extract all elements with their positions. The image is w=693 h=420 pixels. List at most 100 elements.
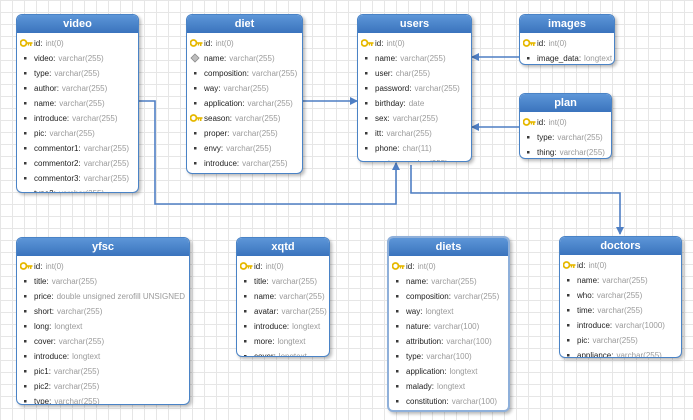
field-row[interactable]: naturevarchar(100) bbox=[389, 319, 508, 334]
field-row[interactable]: envyvarchar(255) bbox=[187, 141, 302, 156]
field-row[interactable]: applicationlongtext bbox=[389, 364, 508, 379]
field-row[interactable]: avatarvarchar(255) bbox=[237, 304, 329, 319]
field-row[interactable]: introducelongtext bbox=[237, 319, 329, 334]
field-row[interactable]: typevarchar(255) bbox=[17, 66, 138, 81]
field-list: idint(0)namevarchar(255)compositionvarch… bbox=[187, 33, 302, 173]
field-name: phone bbox=[375, 144, 399, 153]
field-row[interactable]: videovarchar(255) bbox=[17, 51, 138, 66]
column-bullet-icon bbox=[20, 336, 34, 346]
field-row[interactable]: ittvarchar(255) bbox=[358, 126, 471, 141]
field-row[interactable]: image_datalongtext bbox=[520, 51, 614, 64]
field-row[interactable]: compositionvarchar(255) bbox=[187, 66, 302, 81]
field-row[interactable]: idint(0) bbox=[520, 115, 611, 130]
field-row[interactable]: idint(0) bbox=[560, 258, 681, 273]
field-row[interactable]: applicationvarchar(255) bbox=[187, 96, 302, 111]
field-row[interactable]: whovarchar(255) bbox=[560, 288, 681, 303]
field-name: video bbox=[34, 54, 55, 63]
field-row[interactable]: typevarchar(100) bbox=[389, 349, 508, 364]
field-row[interactable]: passwordvarchar(255) bbox=[358, 81, 471, 96]
column-bullet-icon bbox=[20, 381, 34, 391]
field-row[interactable]: picvarchar(255) bbox=[560, 333, 681, 348]
field-row[interactable]: commentor1varchar(255) bbox=[17, 141, 138, 156]
field-row[interactable]: timevarchar(255) bbox=[560, 303, 681, 318]
field-row[interactable]: picvarchar(255) bbox=[17, 126, 138, 141]
field-row[interactable]: idint(0) bbox=[17, 36, 138, 51]
field-row[interactable]: wayvarchar(255) bbox=[187, 81, 302, 96]
field-row[interactable]: introducevarchar(1000) bbox=[560, 318, 681, 333]
column-bullet-icon bbox=[20, 321, 34, 331]
field-name: id bbox=[375, 39, 383, 48]
field-row[interactable]: titlevarchar(255) bbox=[17, 274, 189, 289]
field-row[interactable]: commentor3varchar(255) bbox=[17, 171, 138, 186]
field-row[interactable]: idint(0) bbox=[389, 259, 508, 274]
field-row[interactable]: attributionvarchar(100) bbox=[389, 334, 508, 349]
field-row[interactable]: seasonvarchar(255) bbox=[187, 111, 302, 126]
column-bullet-icon bbox=[361, 158, 375, 161]
field-type: int(0) bbox=[548, 39, 567, 48]
field-row[interactable]: authorvarchar(255) bbox=[17, 81, 138, 96]
field-row[interactable]: titlevarchar(255) bbox=[237, 274, 329, 289]
field-type: int(0) bbox=[265, 262, 284, 271]
field-row[interactable]: idint(0) bbox=[17, 259, 189, 274]
field-row[interactable]: namevarchar(255) bbox=[237, 289, 329, 304]
field-row[interactable]: namevarchar(255) bbox=[560, 273, 681, 288]
field-row[interactable]: introducelongtext bbox=[17, 349, 189, 364]
table-plan[interactable]: plan idint(0)typevarchar(255)thingvarcha… bbox=[519, 93, 612, 159]
field-row[interactable]: namevarchar(255) bbox=[17, 96, 138, 111]
field-row[interactable]: introducevarchar(255) bbox=[187, 156, 302, 171]
field-row[interactable]: morelongtext bbox=[237, 334, 329, 349]
table-images[interactable]: images idint(0)image_datalongtext bbox=[519, 14, 615, 65]
field-row[interactable]: shortvarchar(255) bbox=[17, 304, 189, 319]
table-header: doctors bbox=[560, 237, 681, 255]
field-row[interactable]: covervarchar(255) bbox=[17, 334, 189, 349]
field-row[interactable]: sexvarchar(255) bbox=[358, 111, 471, 126]
field-row[interactable]: appliancevarchar(255) bbox=[560, 348, 681, 357]
field-row[interactable]: picvarchar(255) bbox=[187, 171, 302, 173]
field-row[interactable]: type2varchar(255) bbox=[17, 186, 138, 192]
field-row[interactable]: coverlongtext bbox=[237, 349, 329, 356]
table-diet[interactable]: diet idint(0)namevarchar(255)composition… bbox=[186, 14, 303, 174]
table-doctors[interactable]: doctors idint(0)namevarchar(255)whovarch… bbox=[559, 236, 682, 358]
field-row[interactable]: compositionvarchar(255) bbox=[389, 289, 508, 304]
field-name: appliance bbox=[577, 351, 613, 357]
table-diets[interactable]: diets idint(0)namevarchar(255)compositio… bbox=[387, 236, 510, 412]
field-row[interactable]: constitutionvarchar(100) bbox=[389, 394, 508, 409]
field-row[interactable]: pic2varchar(255) bbox=[17, 379, 189, 394]
field-row[interactable]: idint(0) bbox=[520, 36, 614, 51]
field-row[interactable]: propervarchar(255) bbox=[187, 126, 302, 141]
field-row[interactable]: commentor2varchar(255) bbox=[17, 156, 138, 171]
field-row[interactable]: birthdaydate bbox=[358, 96, 471, 111]
field-row[interactable]: avatarvarchar(255) bbox=[358, 156, 471, 161]
field-row[interactable]: typevarchar(255) bbox=[520, 130, 611, 145]
column-bullet-icon bbox=[563, 290, 577, 300]
field-row[interactable]: namevarchar(255) bbox=[389, 274, 508, 289]
column-bullet-icon bbox=[240, 306, 254, 316]
field-row[interactable]: longlongtext bbox=[17, 319, 189, 334]
field-row[interactable]: thingvarchar(255) bbox=[520, 145, 611, 158]
field-type: varchar(255) bbox=[223, 84, 269, 93]
field-type: varchar(255) bbox=[251, 69, 298, 78]
field-row[interactable]: nowithlongtext bbox=[389, 409, 508, 410]
field-name: id bbox=[537, 39, 545, 48]
table-xqtd[interactable]: xqtd idint(0)titlevarchar(255)namevarcha… bbox=[236, 237, 330, 357]
field-type: varchar(1000) bbox=[615, 321, 665, 330]
table-yfsc[interactable]: yfsc idint(0)titlevarchar(255)pricedoubl… bbox=[16, 237, 190, 405]
table-video[interactable]: video idint(0)videovarchar(255)typevarch… bbox=[16, 14, 139, 193]
field-row[interactable]: idint(0) bbox=[187, 36, 302, 51]
field-row[interactable]: userchar(255) bbox=[358, 66, 471, 81]
field-row[interactable]: typevarchar(255) bbox=[17, 394, 189, 404]
field-row[interactable]: phonechar(11) bbox=[358, 141, 471, 156]
field-row[interactable]: pricedouble unsigned zerofill UNSIGNED bbox=[17, 289, 189, 304]
field-row[interactable]: waylongtext bbox=[389, 304, 508, 319]
field-list: idint(0)namevarchar(255)compositionvarch… bbox=[389, 256, 508, 410]
field-row[interactable]: maladylongtext bbox=[389, 379, 508, 394]
field-row[interactable]: pic1varchar(255) bbox=[17, 364, 189, 379]
column-bullet-icon bbox=[392, 321, 406, 331]
field-row[interactable]: introducevarchar(255) bbox=[17, 111, 138, 126]
field-name: introduce bbox=[204, 159, 239, 168]
field-row[interactable]: idint(0) bbox=[358, 36, 471, 51]
field-row[interactable]: idint(0) bbox=[237, 259, 329, 274]
table-users[interactable]: users idint(0)namevarchar(255)userchar(2… bbox=[357, 14, 472, 162]
field-row[interactable]: namevarchar(255) bbox=[358, 51, 471, 66]
field-row[interactable]: namevarchar(255) bbox=[187, 51, 302, 66]
